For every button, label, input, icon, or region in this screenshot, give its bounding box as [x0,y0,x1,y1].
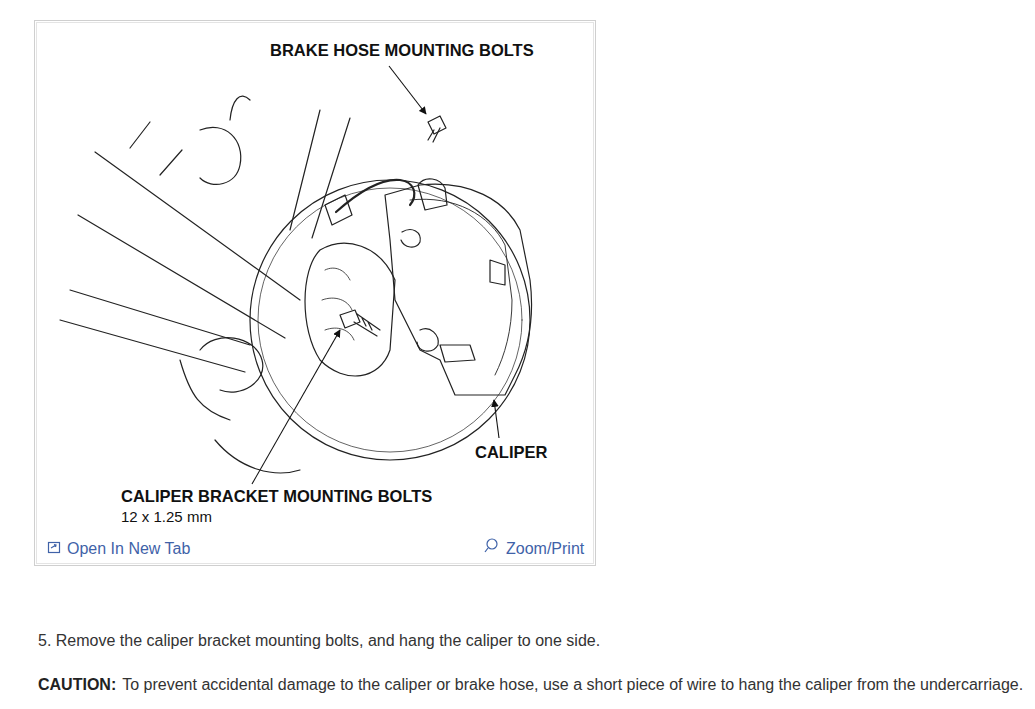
hose-bracket [325,195,352,225]
bracket-bolt-head [340,310,360,328]
leader-line [494,400,499,438]
leader-line [389,66,426,114]
step-text: 5. Remove the caliper bracket mounting b… [38,631,600,650]
caliper-contour [410,199,512,375]
figure-frame [35,21,596,566]
caliper-pin [440,345,475,362]
hub [305,243,395,376]
new-tab-arrow [51,545,56,549]
brake-rotor [250,180,530,460]
link-text: Open In New Tab [67,539,190,558]
hub-ribs [322,268,354,340]
caliper-bolt [417,329,438,351]
lower-arm [60,290,250,372]
link-text: Zoom/Print [506,539,584,558]
zoom-handle [485,548,488,552]
strut-line [95,152,300,300]
rotor-edge [258,188,522,452]
tie-rod [290,110,350,238]
part-label: CALIPER [475,443,547,463]
part-label: CALIPER BRACKET MOUNTING BOLTS [121,487,432,507]
knuckle-outline [180,360,300,473]
part-label: BRAKE HOSE MOUNTING BOLTS [270,41,534,61]
brake-assembly [60,96,532,473]
hose-bolt-thread [428,128,440,142]
hose-bolt [401,230,420,247]
leader-line [252,330,340,484]
caliper-body [385,184,532,395]
caution-heading: CAUTION: [38,675,116,694]
dimension-label: 12 x 1.25 mm [121,508,212,526]
caliper-window [490,260,505,285]
strut-line [78,215,285,338]
spring-seat [200,127,241,184]
bracket-bolt-thread [354,314,380,336]
zoom-icon [487,539,497,549]
caution-text: To prevent accidental damage to the cali… [122,675,1023,694]
upper-mount [230,96,250,120]
strut-detail [130,122,182,175]
hose-bolt-head [428,116,446,134]
bleeder [418,179,447,210]
brake-hose [336,180,414,212]
new-tab-icon [49,543,60,553]
figure-inner-frame [37,23,594,564]
knuckle [200,338,263,392]
